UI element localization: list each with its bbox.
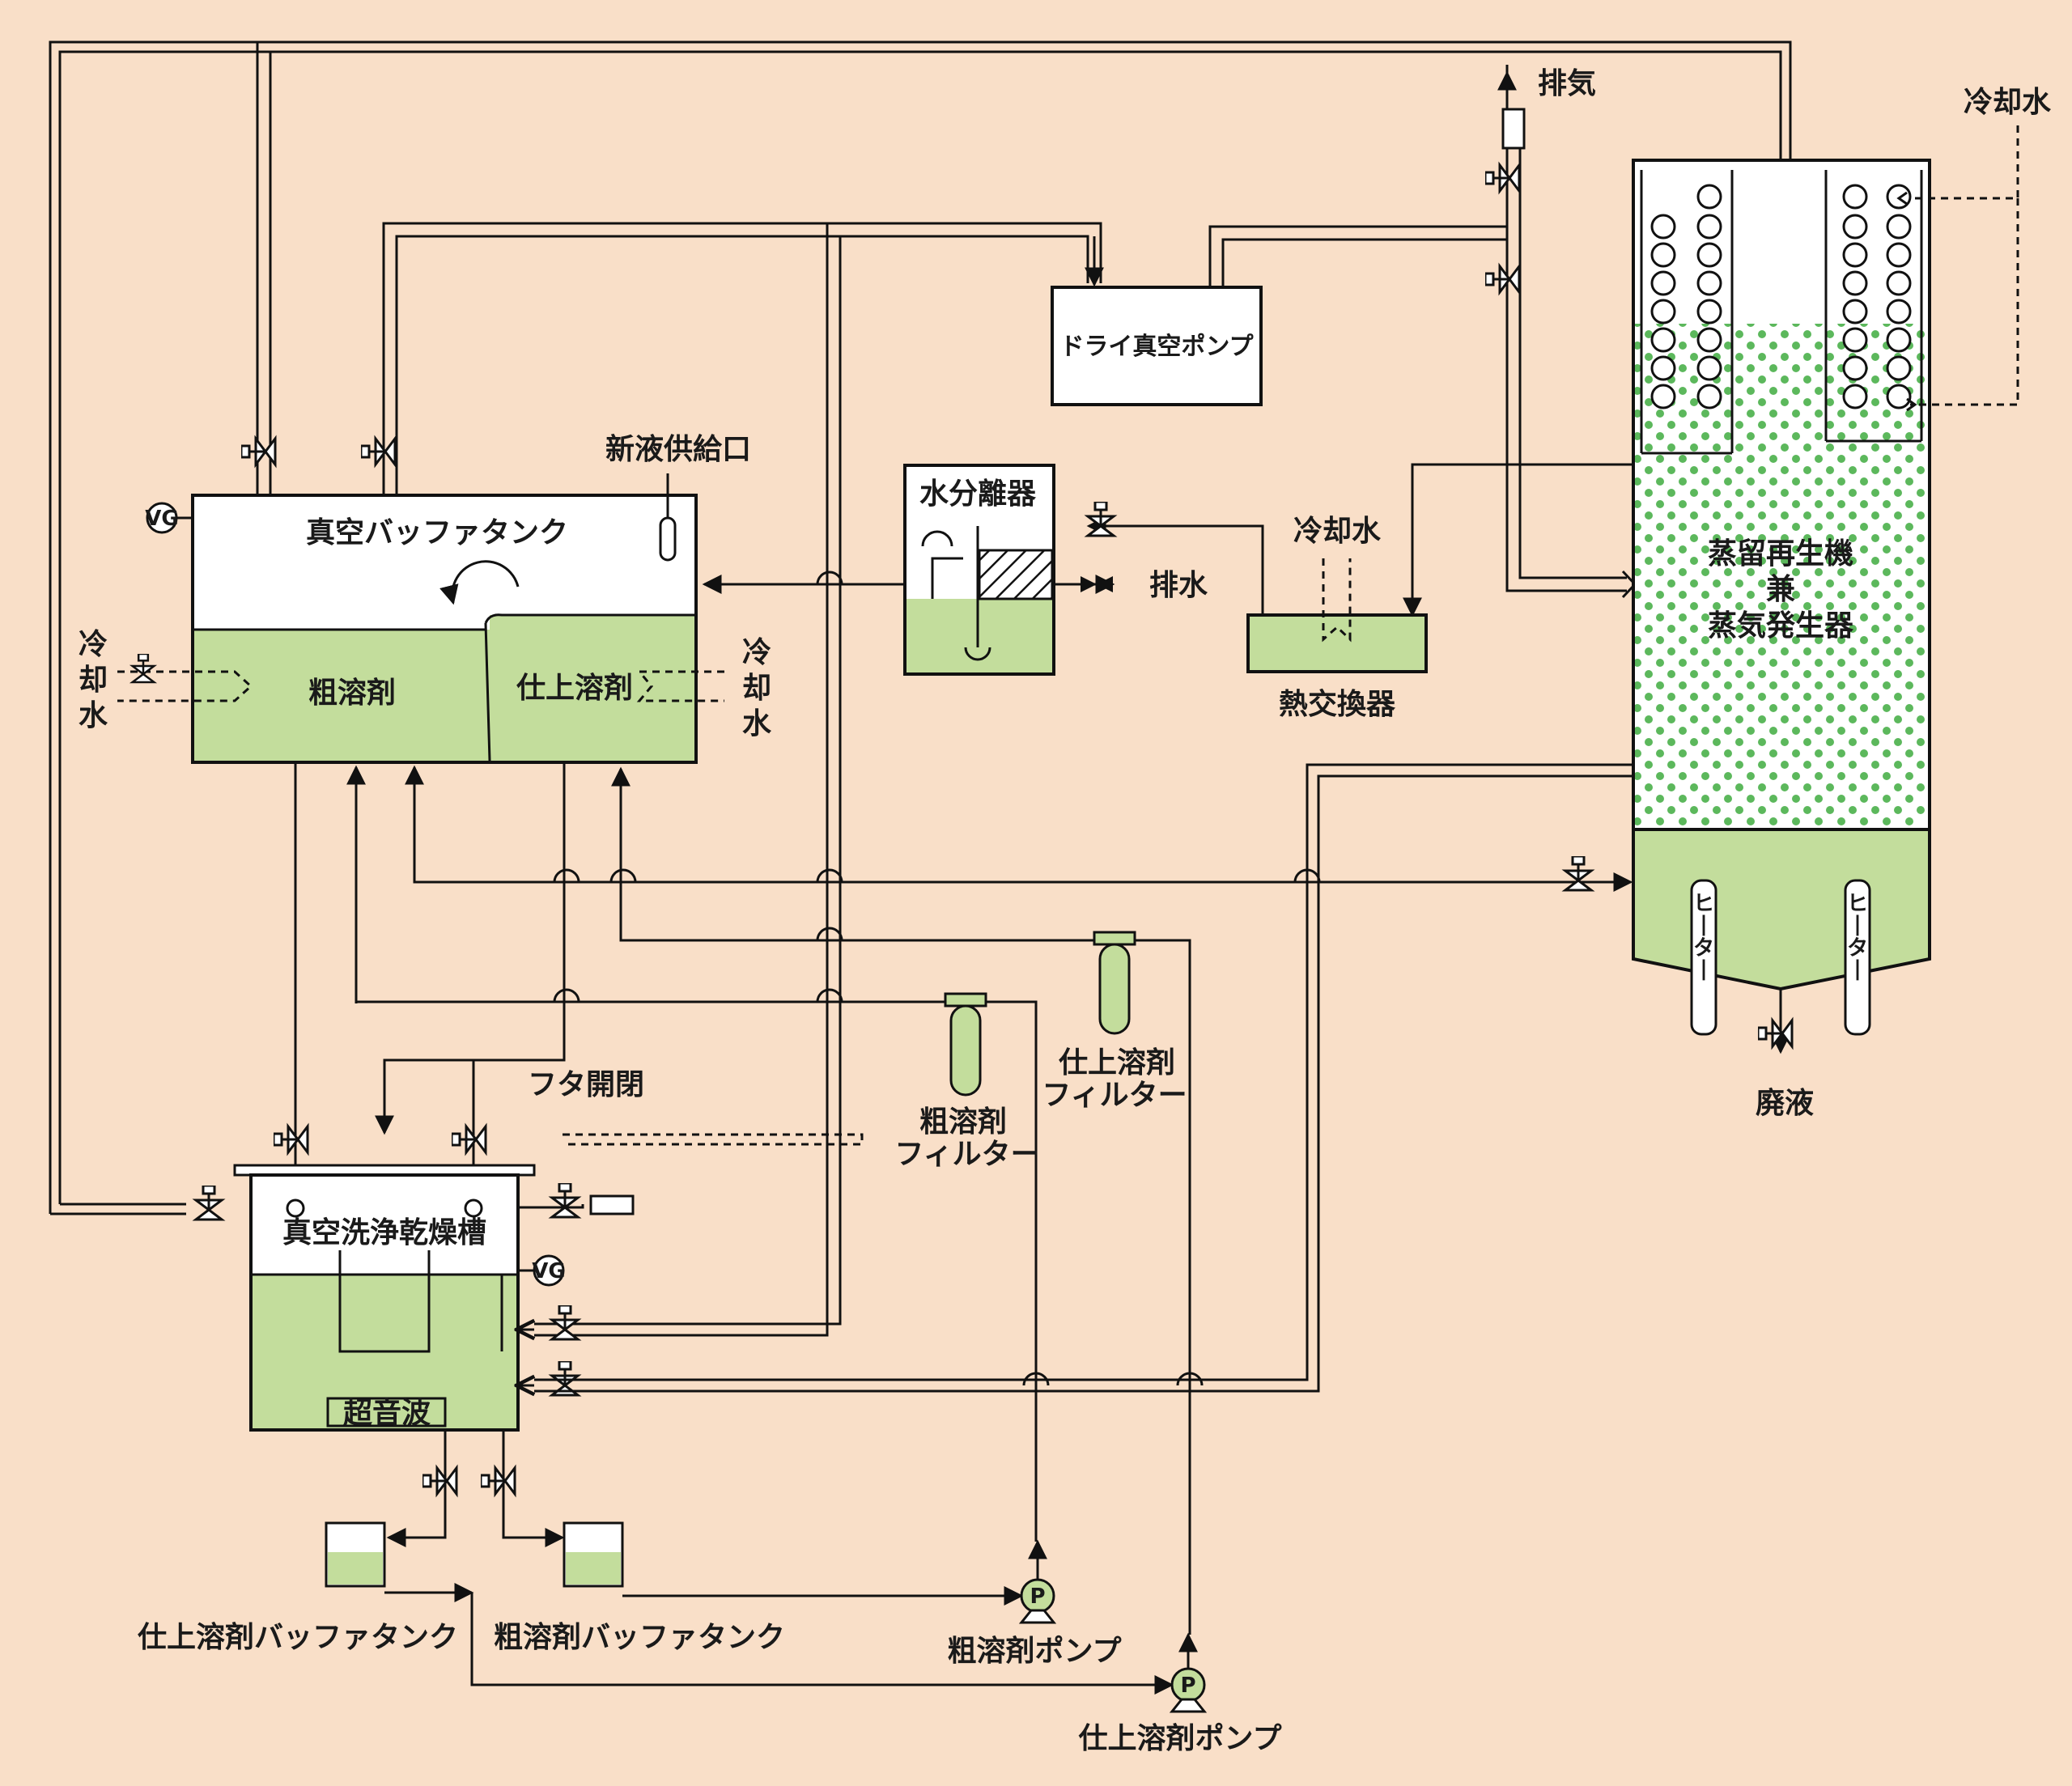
finish-filter-label-2: フィルター: [1042, 1079, 1187, 1112]
waste-liquid-label: 廃液: [1756, 1087, 1814, 1120]
cw-right-3: 水: [742, 707, 772, 740]
finish-filter: 仕上溶剤 フィルター: [1042, 931, 1187, 1112]
inlet-icon: [659, 516, 677, 562]
vent-valve-icon: [550, 1183, 580, 1219]
distiller: 蒸留再生機 兼 蒸気発生器 ヒ | タ | ヒ | タ | 廃液 冷却水: [1632, 86, 2052, 1120]
drain-valve-left-icon: [422, 1466, 458, 1495]
exhaust-valve-2-icon: [1485, 265, 1521, 294]
cw-right-2: 却: [742, 672, 771, 705]
heater-left-char-3: タ: [1693, 936, 1714, 961]
tank-valve-2-icon: [361, 437, 397, 466]
solvent-lines: フタ開閉: [274, 571, 1633, 1635]
heater-left-char-2: |: [1700, 912, 1708, 936]
finish-pump-label: 仕上溶剤ポンプ: [1079, 1721, 1282, 1755]
nozzle-right-icon: [464, 1198, 483, 1218]
vacuum-wash-dry-tank: 超音波 真空洗浄乾燥槽 VG: [194, 763, 1633, 1547]
exhaust-label: 排気: [1538, 67, 1596, 100]
heater-right-char-1: ヒ: [1847, 892, 1868, 916]
exhaust-line: 排気: [1485, 65, 1637, 599]
finish-filter-label-1: 仕上溶剤: [1059, 1046, 1175, 1080]
exhaust-filter-icon: [1501, 108, 1526, 150]
finish-buffer-tank-label: 仕上溶剤バッファタンク: [138, 1621, 458, 1654]
distiller-label-2: 兼: [1766, 573, 1795, 606]
vacuum-buffer-tank-label: 真空バッファタンク: [306, 516, 568, 549]
drain-label: 排水: [1149, 569, 1208, 602]
wash-vg-label: VG: [532, 1259, 565, 1283]
finish-solvent-label: 仕上溶剤: [516, 672, 633, 705]
crude-solvent-label: 粗溶剤: [308, 677, 396, 710]
vent-filter-icon: [589, 1194, 635, 1215]
waste-valve-icon: [1758, 1019, 1794, 1048]
crude-pump-label: 粗溶剤ポンプ: [948, 1634, 1122, 1668]
crude-buffer-tank-label: 粗溶剤バッファタンク: [494, 1621, 785, 1654]
vacuum-buffer-tank: 真空バッファタンク 粗溶剤 仕上溶剤 新液供給口 VG 冷 却 水 冷 却 水: [79, 433, 772, 764]
distiller-label-3: 蒸気発生器: [1708, 609, 1854, 643]
wash-tank-valve-1-icon: [274, 1125, 309, 1154]
crude-filter: 粗溶剤 フィルター: [894, 992, 1040, 1171]
dry-pump-label: ドライ真空ポンプ: [1059, 333, 1254, 361]
crude-filter-label-2: フィルター: [894, 1138, 1039, 1171]
heater-left-char-1: ヒ: [1693, 892, 1714, 916]
heater-right-icon: [1844, 879, 1871, 1036]
vacuum-wash-dry-tank-label: 真空洗浄乾燥槽: [282, 1216, 486, 1249]
heater-right-char-2: |: [1853, 912, 1862, 936]
heat-exchanger-label: 熱交換器: [1279, 687, 1396, 721]
heat-exchanger: 熱交換器 冷却水: [1246, 463, 1635, 721]
separator-valve-icon: [1086, 502, 1115, 537]
finish-buffer-tank: 仕上溶剤バッファタンク: [138, 1521, 1174, 1695]
finish-pump: P 仕上溶剤ポンプ: [1079, 1632, 1282, 1755]
lid-open-close-label: フタ開閉: [528, 1068, 644, 1101]
dry-vacuum-pump: ドライ真空ポンプ: [1051, 236, 1263, 406]
buffer-tank-vacuum-pipe: [382, 222, 1507, 1337]
top-return-pipe: [49, 40, 1792, 1215]
heater-right-char-4: |: [1853, 957, 1862, 981]
heater-left-icon: [1690, 879, 1717, 1036]
cw-left-1: 冷: [79, 628, 108, 661]
ultrasonic-label: 超音波: [343, 1397, 431, 1430]
wash-tank-valve-2-icon: [452, 1125, 487, 1154]
finish-pump-p: P: [1180, 1674, 1195, 1698]
drain-valve-right-icon: [481, 1466, 516, 1495]
vg-label: VG: [145, 507, 178, 531]
cw-left-2: 却: [79, 664, 108, 697]
crude-pump-p: P: [1030, 1584, 1045, 1609]
cw-right-1: 冷: [742, 636, 771, 669]
crude-filter-label-1: 粗溶剤: [919, 1105, 1007, 1139]
crude-buffer-tank: 粗溶剤バッファタンク: [494, 1521, 1024, 1654]
cw-left-3: 水: [79, 699, 108, 732]
heater-left-char-4: |: [1700, 957, 1708, 981]
distiller-feed-valve-icon: [1564, 856, 1593, 892]
cooling-water-distiller-label: 冷却水: [1964, 86, 2052, 119]
new-liquid-inlet-label: 新液供給口: [605, 433, 751, 466]
exhaust-valve-1-icon: [1485, 163, 1521, 193]
cooling-water-hx-label: 冷却水: [1293, 515, 1382, 548]
distiller-label-1: 蒸留再生機: [1708, 537, 1853, 571]
water-separator-label: 水分離器: [919, 477, 1037, 511]
water-separator: 水分離器 排水: [702, 464, 1264, 676]
heater-right-char-3: タ: [1847, 936, 1868, 961]
crude-pump: P 粗溶剤ポンプ: [948, 1539, 1122, 1668]
nozzle-left-icon: [286, 1198, 305, 1218]
condenser-coils-icon: [1650, 184, 1912, 409]
wash-inlet-valve-icon: [194, 1186, 223, 1221]
cw-left-valve-icon: [131, 654, 155, 684]
